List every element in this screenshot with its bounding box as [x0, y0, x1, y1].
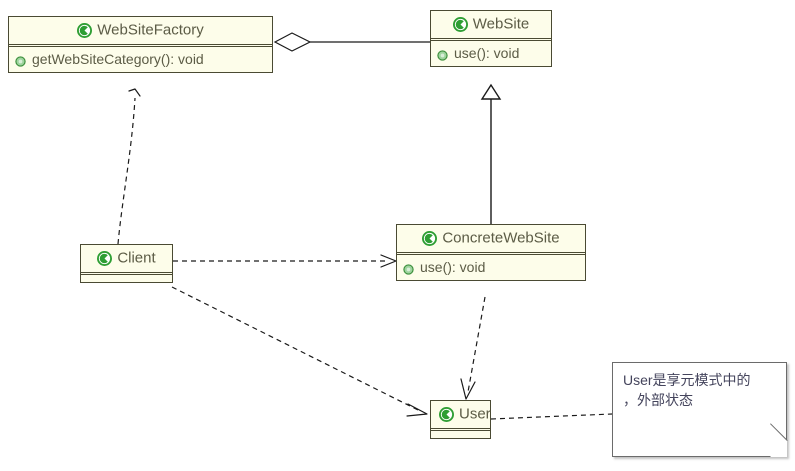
class-box-concrete-website[interactable]: ConcreteWebSite use(): void	[396, 224, 586, 281]
class-title: Client	[117, 249, 156, 267]
class-member-label: use(): void	[420, 259, 486, 275]
note-fold-corner	[770, 440, 787, 457]
class-name-compartment: Client	[81, 245, 172, 272]
class-title: ConcreteWebSite	[442, 229, 560, 247]
class-title: User	[459, 405, 491, 423]
class-icon	[97, 251, 113, 267]
class-title: WebSiteFactory	[97, 21, 204, 39]
class-members-compartment: use(): void	[431, 41, 551, 66]
class-title: WebSite	[472, 15, 530, 33]
compartment-separator	[9, 44, 272, 47]
class-member-row[interactable]: use(): void	[403, 259, 579, 275]
class-name-compartment: WebSite	[431, 11, 551, 38]
class-members-compartment: use(): void	[397, 255, 585, 280]
edge-dependency-client-factory[interactable]	[117, 88, 141, 245]
edge-dependency-concrete-user[interactable]	[460, 296, 486, 400]
method-icon	[15, 54, 26, 67]
class-name-compartment: WebSiteFactory	[9, 17, 272, 44]
class-member-row[interactable]: getWebSiteCategory(): void	[15, 51, 266, 67]
edge-note-anchor-user[interactable]	[490, 413, 613, 420]
class-icon	[439, 407, 454, 423]
class-members-compartment: getWebSiteCategory(): void	[9, 47, 272, 72]
class-name-compartment: ConcreteWebSite	[397, 225, 585, 252]
class-empty-compartment	[81, 275, 172, 282]
note-box-user[interactable]: User是享元模式中的 ，外部状态	[612, 362, 788, 457]
class-box-user[interactable]: User	[430, 400, 491, 439]
class-empty-compartment	[431, 431, 490, 438]
method-icon	[437, 48, 448, 61]
edge-dependency-client-user[interactable]	[171, 286, 428, 417]
note-line: ，外部状态	[623, 392, 693, 408]
edge-aggregation-factory-website[interactable]	[273, 32, 430, 52]
class-icon	[77, 23, 93, 39]
method-icon	[403, 262, 414, 275]
edge-dependency-client-concrete[interactable]	[173, 254, 397, 268]
class-box-website[interactable]: WebSite use(): void	[430, 10, 552, 67]
class-member-label: use(): void	[454, 45, 520, 61]
compartment-separator	[431, 428, 490, 431]
class-box-website-factory[interactable]: WebSiteFactory getWebSiteCategory(): voi…	[8, 16, 273, 73]
class-icon	[422, 231, 438, 247]
compartment-separator	[431, 38, 551, 41]
edge-generalization-concrete-website[interactable]	[480, 83, 502, 224]
class-name-compartment: User	[431, 401, 491, 428]
note-fold-line	[770, 423, 788, 441]
compartment-separator	[81, 272, 172, 275]
class-icon	[452, 17, 468, 33]
class-member-label: getWebSiteCategory(): void	[32, 51, 204, 67]
class-box-client[interactable]: Client	[80, 244, 173, 283]
class-member-row[interactable]: use(): void	[437, 45, 545, 61]
note-line: User是享元模式中的	[623, 372, 751, 388]
compartment-separator	[397, 252, 585, 255]
